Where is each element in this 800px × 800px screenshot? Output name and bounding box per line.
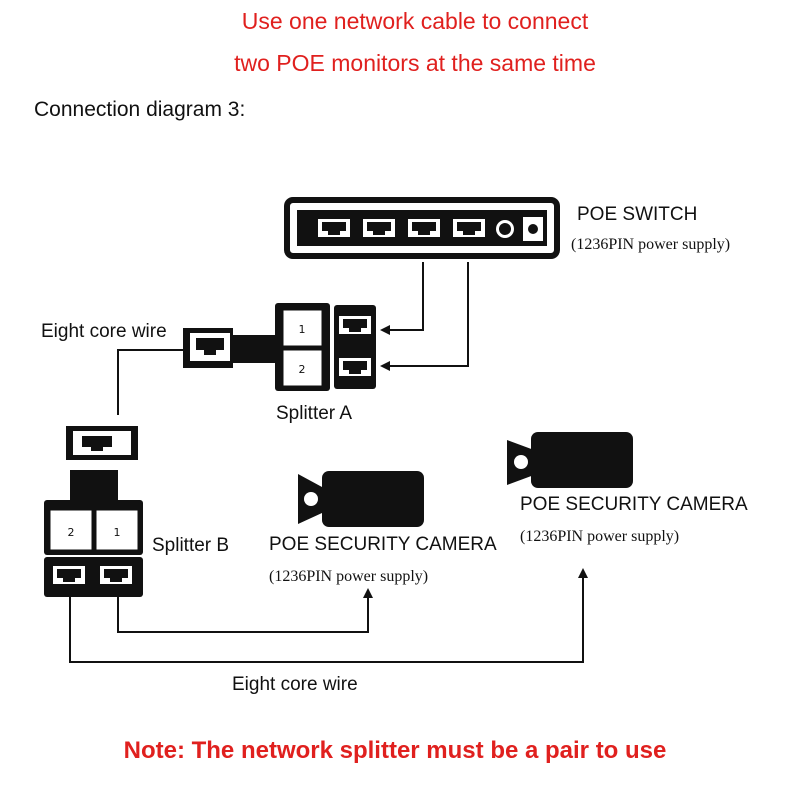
svg-text:1: 1: [299, 323, 306, 336]
splitter-a-port-2: [337, 356, 373, 378]
splitter-a-label: Splitter A: [276, 403, 353, 424]
svg-text:2: 2: [299, 363, 306, 376]
svg-text:1: 1: [114, 526, 121, 539]
switch-port-2: [361, 217, 397, 239]
camera-2-power-label: (1236PIN power supply): [520, 528, 680, 545]
splitter-a: 1 2: [183, 303, 376, 391]
eight-core-wire-a-to-b: [117, 349, 188, 415]
splitter-b-port-1: [51, 564, 87, 586]
eight-core-wire-bottom-label: Eight core wire: [232, 674, 358, 695]
splitter-b-to-camera-cables: [69, 568, 588, 663]
camera-1-name-label: POE SECURITY CAMERA: [269, 534, 497, 555]
usage-note: Note: The network splitter must be a pai…: [123, 737, 667, 764]
poe-switch: [284, 197, 560, 259]
eight-core-wire-top-label: Eight core wire: [41, 321, 167, 342]
poe-switch-power-label: (1236PIN power supply): [571, 236, 731, 253]
switch-port-1: [316, 217, 352, 239]
camera-2-name-label: POE SECURITY CAMERA: [520, 494, 748, 515]
splitter-b-label: Splitter B: [152, 535, 230, 556]
svg-text:2: 2: [68, 526, 75, 539]
camera-1-power-label: (1236PIN power supply): [269, 568, 429, 585]
switch-port-4: [451, 217, 487, 239]
splitter-a-port-1: [337, 314, 373, 336]
splitter-b: 2 1: [44, 426, 143, 597]
splitter-b-port-2: [98, 564, 134, 586]
switch-port-3: [406, 217, 442, 239]
poe-switch-label: POE SWITCH: [577, 204, 698, 225]
security-camera-icon-1: [298, 471, 424, 527]
switch-to-splitter-a-cables: [380, 262, 469, 371]
title-line-1: Use one network cable to connect: [241, 8, 589, 34]
title-line-2: two POE monitors at the same time: [234, 50, 596, 76]
security-camera-icon-2: [507, 432, 633, 488]
diagram-subtitle: Connection diagram 3:: [34, 98, 246, 121]
